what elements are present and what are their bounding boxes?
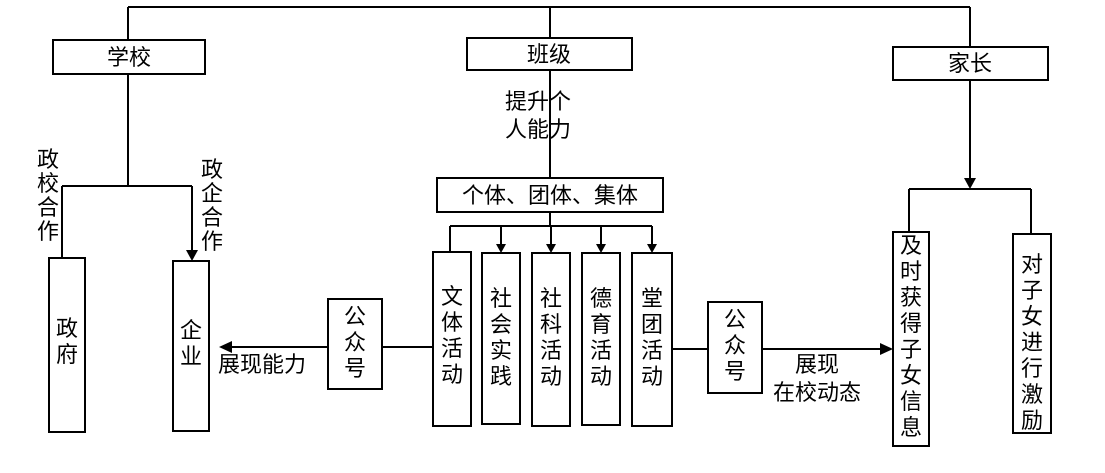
ent-school-label-text: 政企合作 bbox=[201, 158, 223, 255]
enterprise-label: 企业 bbox=[180, 319, 202, 370]
activity-label-1: 文体活动 bbox=[441, 285, 463, 388]
government-label-text: 政府 bbox=[56, 317, 78, 368]
activity-label-4-text: 德育活动 bbox=[590, 287, 612, 390]
enterprise-label-text: 企业 bbox=[180, 319, 202, 370]
timely-info-node: 及时获得子女信息 bbox=[892, 231, 930, 447]
activity-arrow-5 bbox=[647, 244, 657, 253]
parents-label: 家长 bbox=[948, 52, 992, 77]
activity-label-2: 社会实践 bbox=[490, 287, 512, 390]
timely-info-label: 及时获得子女信息 bbox=[900, 234, 922, 441]
motivate-node: 对子女进行激励 bbox=[1012, 233, 1052, 434]
improve-ability-line1: 提升个 bbox=[505, 90, 571, 115]
activity-arrow-2 bbox=[496, 244, 506, 253]
school-label: 学校 bbox=[107, 46, 151, 71]
wechat-right-label-text: 公众号 bbox=[724, 308, 746, 385]
activity-label-5: 堂团活动 bbox=[641, 287, 663, 390]
enterprise-arrowhead bbox=[219, 341, 232, 353]
gov-school-label-text: 政校合作 bbox=[37, 148, 59, 245]
wechat-left-label-text: 公众号 bbox=[344, 305, 366, 382]
wechat-right-node: 公众号 bbox=[707, 301, 763, 394]
parents-node: 家长 bbox=[892, 46, 1049, 81]
group-label: 个体、团体、集体 bbox=[462, 184, 638, 209]
gov-school-label: 政校合作 bbox=[37, 148, 59, 245]
wechat-left-label: 公众号 bbox=[344, 305, 366, 382]
activity-arrow-4 bbox=[596, 244, 606, 253]
class-label: 班级 bbox=[527, 43, 571, 68]
activity-arrow-3 bbox=[546, 244, 556, 253]
activity-label-3: 社科活动 bbox=[540, 287, 562, 390]
timely-info-label-text: 及时获得子女信息 bbox=[900, 234, 922, 441]
activity-node-5: 堂团活动 bbox=[631, 252, 673, 427]
show-dynamics-line2: 在校动态 bbox=[773, 381, 861, 406]
connectors bbox=[61, 6, 1032, 355]
activity-node-2: 社会实践 bbox=[481, 252, 521, 425]
show-ability-label: 展现能力 bbox=[218, 353, 306, 378]
activity-label-5-text: 堂团活动 bbox=[641, 287, 663, 390]
ent-school-label: 政企合作 bbox=[201, 158, 223, 255]
activity-label-4: 德育活动 bbox=[590, 287, 612, 390]
government-label: 政府 bbox=[56, 317, 78, 368]
show-dynamics-line1: 展现 bbox=[795, 353, 839, 378]
activity-label-1-text: 文体活动 bbox=[441, 285, 463, 388]
wechat-left-node: 公众号 bbox=[327, 298, 383, 390]
activity-node-4: 德育活动 bbox=[581, 252, 621, 426]
activity-label-2-text: 社会实践 bbox=[490, 287, 512, 390]
info-arrowhead bbox=[880, 343, 893, 355]
school-node: 学校 bbox=[52, 39, 206, 75]
enterprise-node: 企业 bbox=[172, 260, 210, 432]
motivate-label: 对子女进行激励 bbox=[1021, 253, 1043, 434]
government-node: 政府 bbox=[48, 257, 86, 433]
class-node: 班级 bbox=[466, 37, 633, 71]
parents-arrowhead bbox=[964, 178, 976, 189]
activity-node-1: 文体活动 bbox=[432, 251, 472, 427]
activity-label-3-text: 社科活动 bbox=[540, 287, 562, 390]
activity-node-3: 社科活动 bbox=[531, 252, 571, 427]
motivate-label-text: 对子女进行激励 bbox=[1021, 253, 1043, 434]
wechat-right-label: 公众号 bbox=[724, 308, 746, 385]
improve-ability-line2: 人能力 bbox=[505, 118, 571, 143]
group-node: 个体、团体、集体 bbox=[436, 177, 664, 213]
ent-arrowhead bbox=[186, 250, 198, 261]
